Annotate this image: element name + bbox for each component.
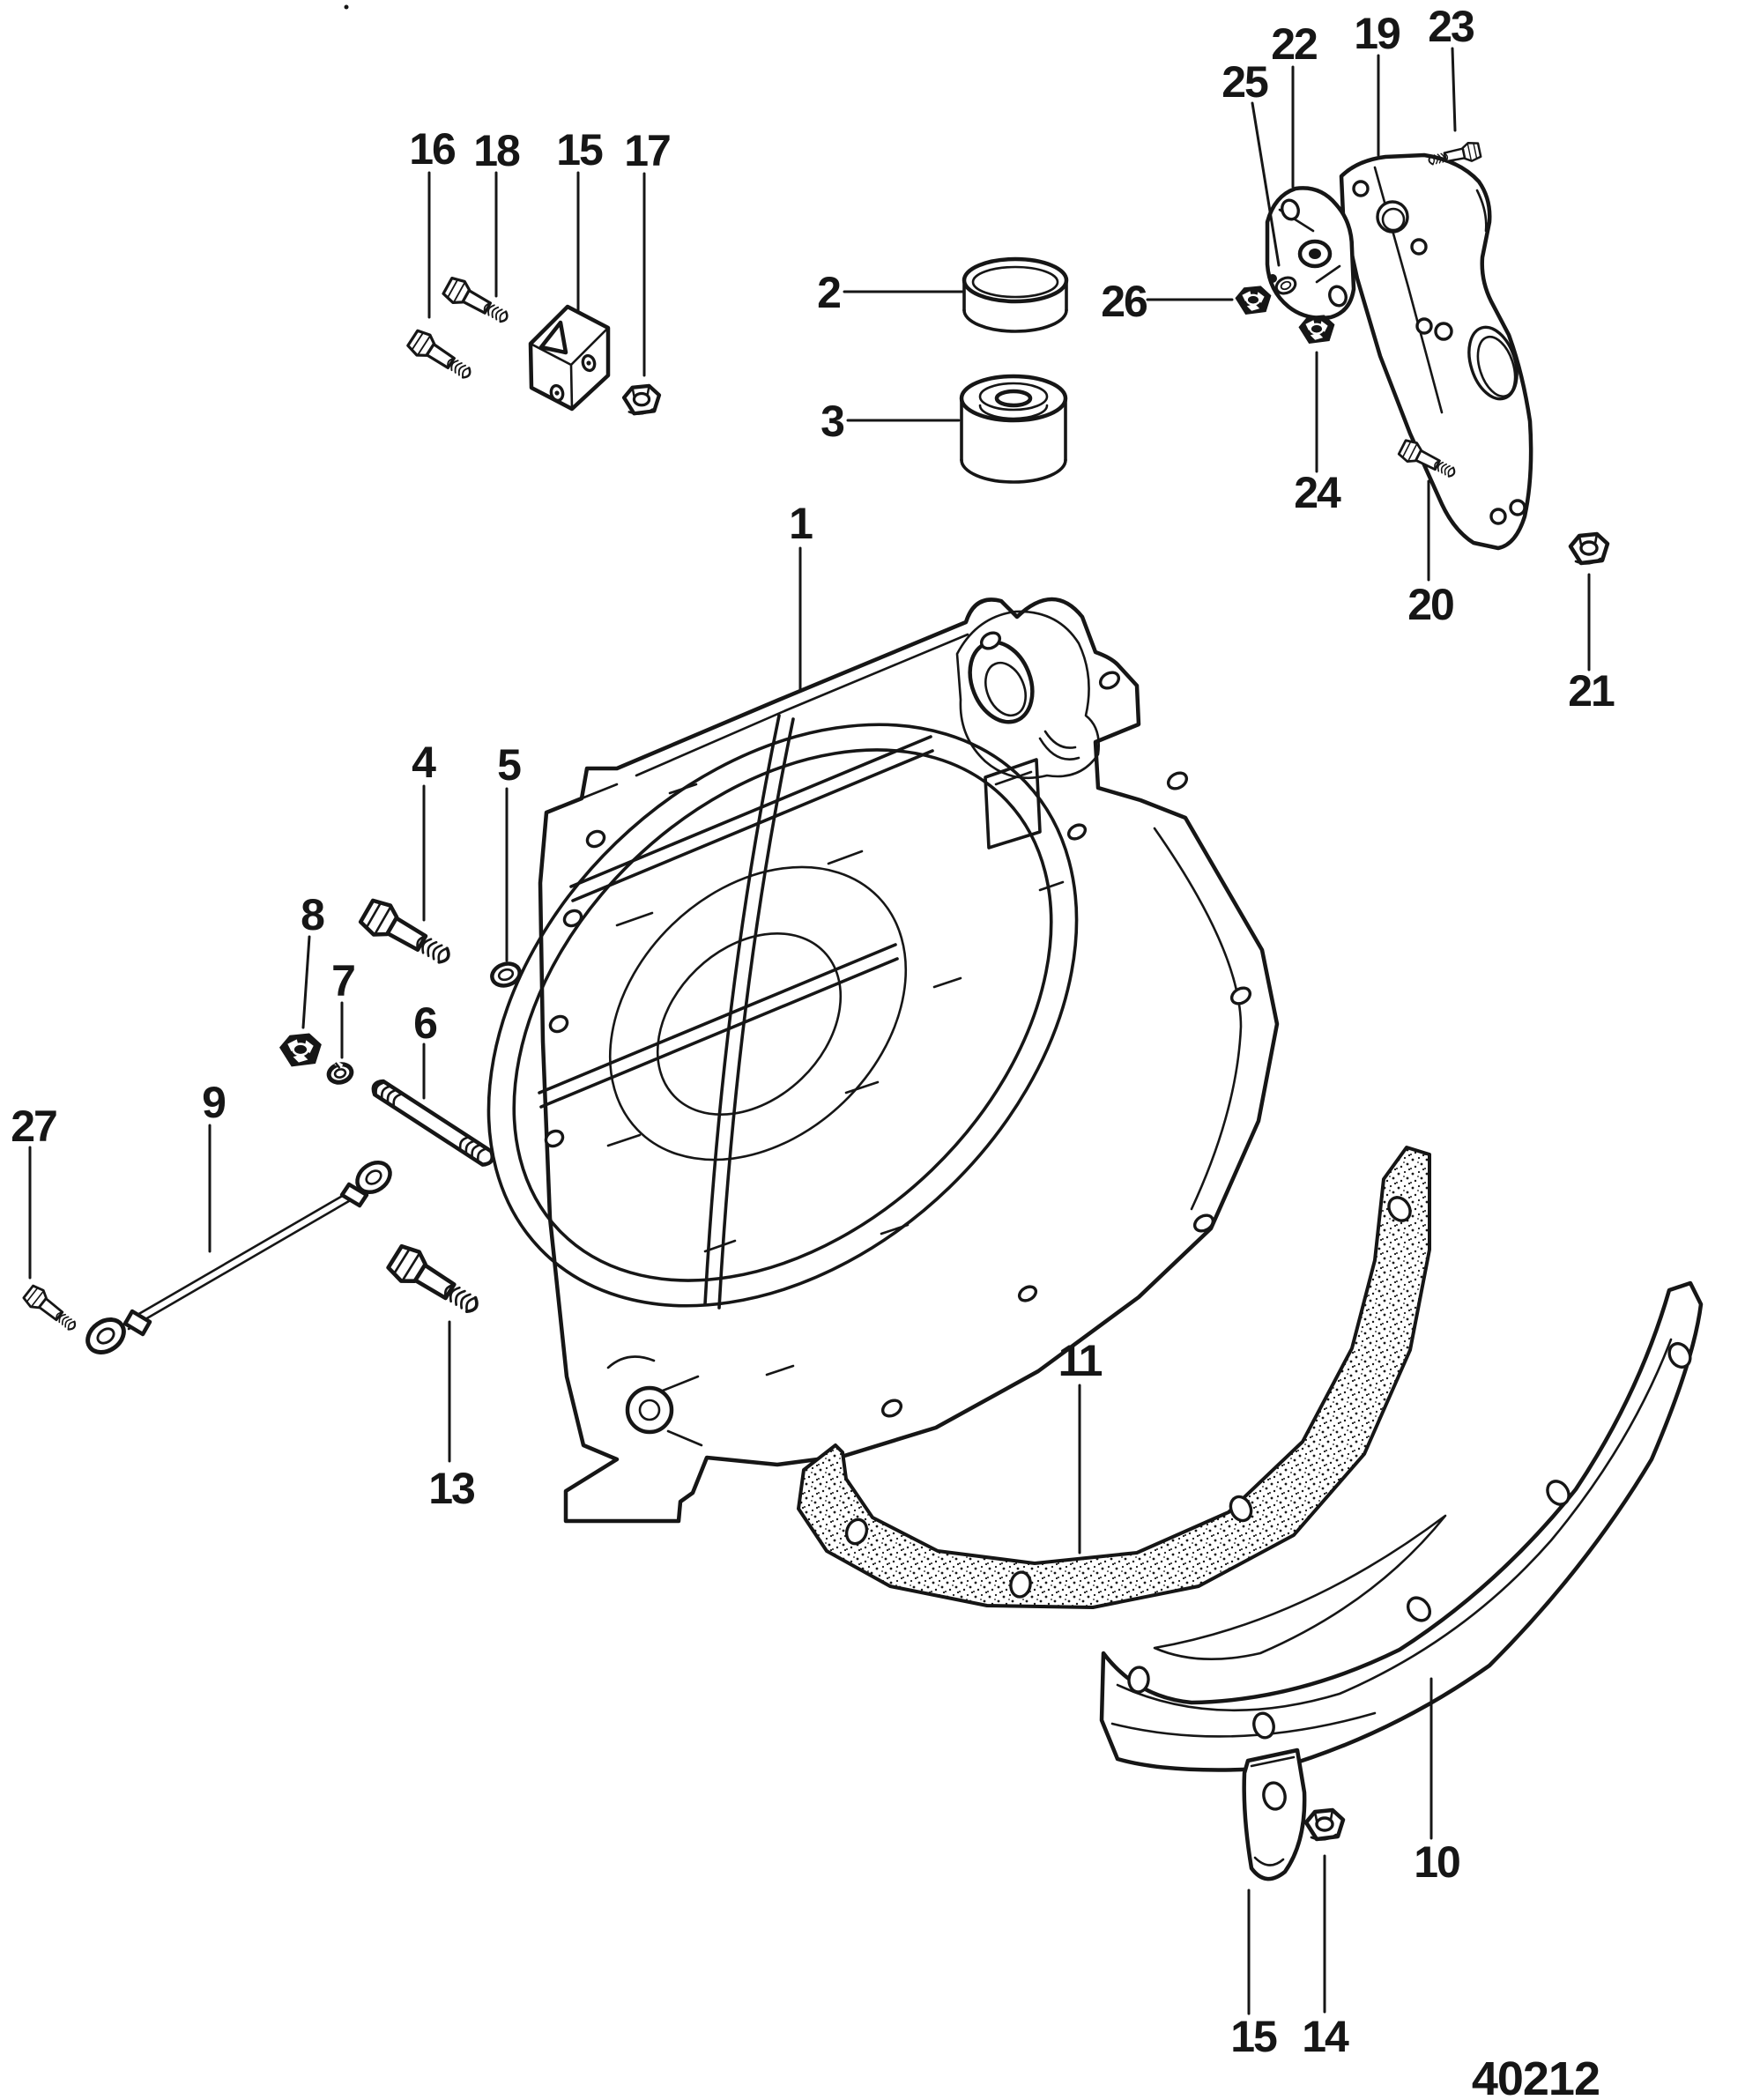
ground-strap — [82, 1156, 396, 1359]
callout-label-8: 8 — [301, 890, 324, 939]
cover-holes — [1127, 1341, 1692, 1740]
callout-label-4: 4 — [412, 738, 436, 787]
callout-label-7: 7 — [331, 956, 354, 1005]
surface-shading — [606, 783, 1065, 1377]
cover-plate — [1099, 1280, 1704, 1772]
flange-inner-line-right — [1153, 827, 1243, 1211]
bolt-4 — [359, 897, 457, 973]
gasket — [797, 1146, 1431, 1609]
callout-label-24: 24 — [1294, 468, 1341, 517]
port-boss — [955, 610, 1100, 779]
mounting-plate — [1339, 152, 1533, 551]
leader-23 — [1451, 47, 1457, 132]
lock-washer-7 — [326, 1059, 353, 1085]
flange-step-line — [580, 783, 619, 800]
nut-8 — [279, 1033, 322, 1067]
callout-labels: 1 2 3 4 5 6 7 8 9 10 11 13 14 15 15 16 1… — [11, 2, 1616, 2061]
rect-window — [984, 758, 1042, 850]
clamp-bracket — [1265, 186, 1356, 320]
anchor-block — [528, 304, 611, 412]
flange-bolt-holes — [544, 631, 1252, 1418]
callout-label-21: 21 — [1568, 666, 1615, 716]
callout-label-25: 25 — [1222, 57, 1268, 107]
callout-label-19: 19 — [1354, 9, 1400, 58]
nut-26 — [1235, 286, 1272, 315]
callout-label-5: 5 — [497, 740, 521, 790]
flywheel-housing — [486, 597, 1280, 1524]
callout-label-15-bottom: 15 — [1230, 2012, 1277, 2061]
ring — [962, 256, 1069, 333]
web-ribs — [538, 714, 934, 1310]
callout-label-15-top: 15 — [556, 125, 603, 174]
leader-lines — [28, 47, 1591, 2015]
callout-label-27: 27 — [11, 1102, 56, 1151]
nut-17 — [624, 386, 659, 414]
plate-holes — [1352, 180, 1526, 525]
retainer-tab — [1242, 1748, 1307, 1881]
callout-label-2: 2 — [817, 268, 840, 317]
callout-label-11: 11 — [1058, 1336, 1103, 1385]
callout-label-23: 23 — [1428, 2, 1474, 51]
nut-24 — [1298, 315, 1335, 344]
opening-outer-rim — [486, 723, 1079, 1308]
flange-inner-line — [635, 633, 969, 777]
stud-6 — [370, 1079, 495, 1168]
callout-label-18: 18 — [473, 126, 520, 175]
bolt-27 — [20, 1282, 82, 1338]
print-speck — [344, 4, 349, 10]
callout-label-22: 22 — [1271, 19, 1317, 69]
callout-label-3: 3 — [821, 397, 843, 446]
callout-label-1: 1 — [789, 499, 813, 548]
callout-label-16: 16 — [409, 124, 455, 174]
callout-label-13: 13 — [428, 1464, 474, 1513]
callout-label-9: 9 — [202, 1078, 225, 1127]
callout-label-20: 20 — [1407, 580, 1453, 629]
callout-label-6: 6 — [413, 998, 436, 1048]
leader-8 — [301, 935, 311, 1029]
callout-label-17: 17 — [624, 126, 670, 175]
nut-14 — [1306, 1810, 1343, 1839]
bushing-mount — [959, 374, 1068, 484]
drawing-number: 40212 — [1472, 2052, 1600, 2100]
leader-25 — [1251, 101, 1281, 267]
pivot-boss — [606, 1355, 703, 1447]
bolt-13 — [386, 1243, 485, 1322]
callout-label-10: 10 — [1414, 1837, 1459, 1887]
bolt-18 — [440, 273, 514, 331]
callout-label-26: 26 — [1101, 277, 1147, 326]
callout-label-14: 14 — [1302, 2012, 1349, 2061]
bolt-16 — [405, 326, 478, 387]
nut-21 — [1570, 534, 1608, 563]
gasket-holes — [844, 1196, 1412, 1599]
